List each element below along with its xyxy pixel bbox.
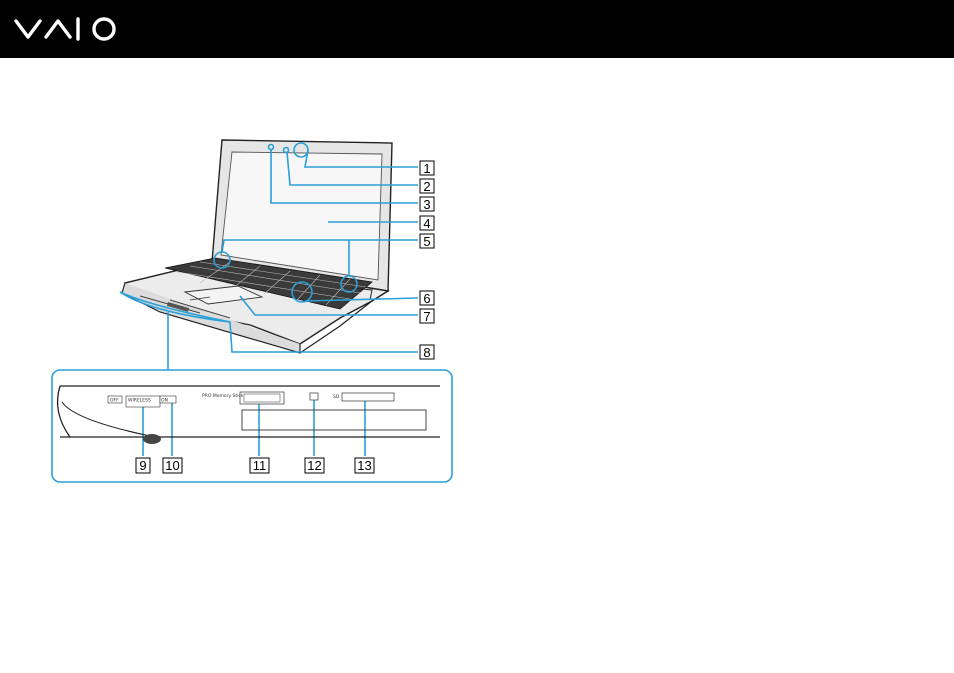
callout-3: 3	[420, 197, 434, 212]
svg-text:8: 8	[423, 345, 430, 360]
svg-text:10: 10	[165, 458, 179, 473]
callout-9: 9	[136, 458, 150, 473]
callout-7: 7	[420, 309, 434, 324]
svg-text:13: 13	[357, 458, 371, 473]
svg-text:9: 9	[139, 458, 146, 473]
memory-stick-label: PRO Memory Stick	[202, 393, 244, 399]
callout-4: 4	[420, 216, 434, 231]
off-label: OFF	[110, 398, 119, 404]
svg-text:7: 7	[423, 309, 430, 324]
callout-8: 8	[420, 345, 434, 360]
callout-12: 12	[305, 458, 324, 473]
svg-text:1: 1	[423, 161, 430, 176]
svg-text:11: 11	[253, 458, 267, 473]
svg-text:12: 12	[307, 458, 321, 473]
callout-1: 1	[420, 161, 434, 176]
sd-label: SD	[333, 394, 340, 400]
callout-13: 13	[355, 458, 374, 473]
callout-11: 11	[250, 458, 269, 473]
laptop-illustration	[122, 140, 392, 353]
side-panel-detail: OFF WIRELESS ON PRO Memory Stick SD	[58, 386, 440, 444]
svg-text:4: 4	[423, 216, 430, 231]
callout-2: 2	[420, 179, 434, 194]
callout-10: 10	[163, 458, 182, 473]
svg-text:5: 5	[423, 234, 430, 249]
svg-text:3: 3	[423, 197, 430, 212]
on-label: ON	[161, 398, 168, 404]
svg-text:6: 6	[423, 291, 430, 306]
callout-5: 5	[420, 234, 434, 249]
wireless-label: WIRELESS	[128, 398, 151, 404]
callout-6: 6	[420, 291, 434, 306]
svg-text:2: 2	[423, 179, 430, 194]
